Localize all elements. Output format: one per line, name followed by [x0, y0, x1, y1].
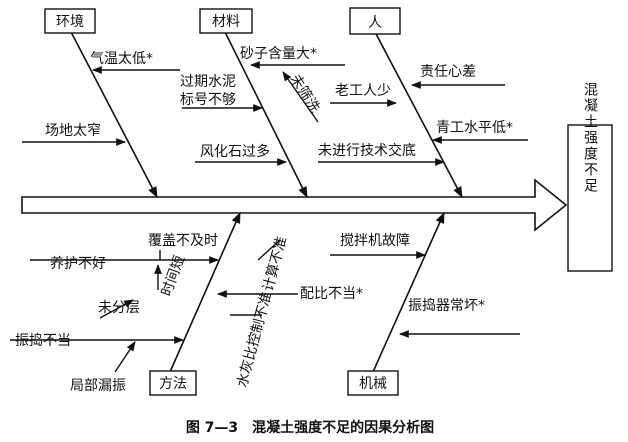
cause-late-covering: 覆盖不及时	[148, 233, 218, 249]
cause-wc-ratio-inaccurate: 水灰比控制不准	[234, 290, 275, 389]
cause-calc-inaccurate: 计算不准	[260, 235, 290, 293]
cause-young-workers-low: 青工水平低*	[436, 120, 513, 136]
arrow-not-screened	[282, 71, 319, 123]
category-box-method	[149, 370, 197, 396]
arrow-no-layering	[99, 299, 134, 319]
cause-temperature-low: 气温太低*	[90, 51, 153, 67]
category-machine: 机械	[359, 376, 387, 392]
cause-site-narrow: 场地太窄	[45, 122, 101, 139]
cause-mixer-fault: 搅拌机故障	[340, 233, 410, 249]
bone-people	[374, 31, 463, 198]
cause-no-tech-briefing: 未进行技术交底	[318, 142, 416, 159]
category-material: 材料	[212, 14, 240, 30]
category-environment: 环境	[56, 14, 84, 30]
cause-sand-mud-high: 砂子含量大*	[240, 46, 317, 62]
category-box-machine	[347, 370, 399, 396]
bone-method	[169, 211, 241, 373]
cause-old-workers-few: 老工人少	[335, 83, 391, 99]
cause-cement-expired-2: 标号不够	[180, 92, 236, 108]
bone-material	[224, 31, 308, 199]
cause-not-screened: 未筛洗	[287, 72, 323, 116]
bone-machine	[372, 211, 445, 373]
effect-box	[567, 124, 613, 272]
category-box-people	[349, 7, 401, 35]
cause-poor-curing: 养护不好	[50, 256, 106, 272]
arrow-partial-miss	[114, 341, 136, 373]
category-method: 方法	[159, 376, 187, 392]
spine-arrow	[21, 178, 568, 232]
cause-partial-miss: 局部漏振	[70, 378, 126, 394]
cause-vibration-weak: 振捣不当	[15, 332, 71, 349]
cause-cement-expired-1: 过期水泥	[180, 74, 236, 90]
cause-mix-ratio-wrong: 配比不当*	[300, 286, 363, 302]
category-box-environment	[44, 8, 96, 34]
cause-weak-responsibility: 责任心差	[420, 64, 476, 80]
effect-label: 混凝土强度不足	[582, 82, 598, 194]
figure-caption: 图 7—3 混凝土强度不足的因果分析图	[186, 419, 434, 436]
arrow-calc-inaccurate	[257, 239, 281, 261]
category-box-material	[199, 8, 253, 34]
category-people: 人	[368, 15, 382, 31]
bone-environment	[69, 29, 158, 198]
cause-vibrator-broken: 振捣器常坏*	[408, 297, 485, 314]
cause-no-layering: 未分层	[98, 300, 140, 316]
cause-weathered-stone: 风化石过多	[200, 143, 270, 160]
